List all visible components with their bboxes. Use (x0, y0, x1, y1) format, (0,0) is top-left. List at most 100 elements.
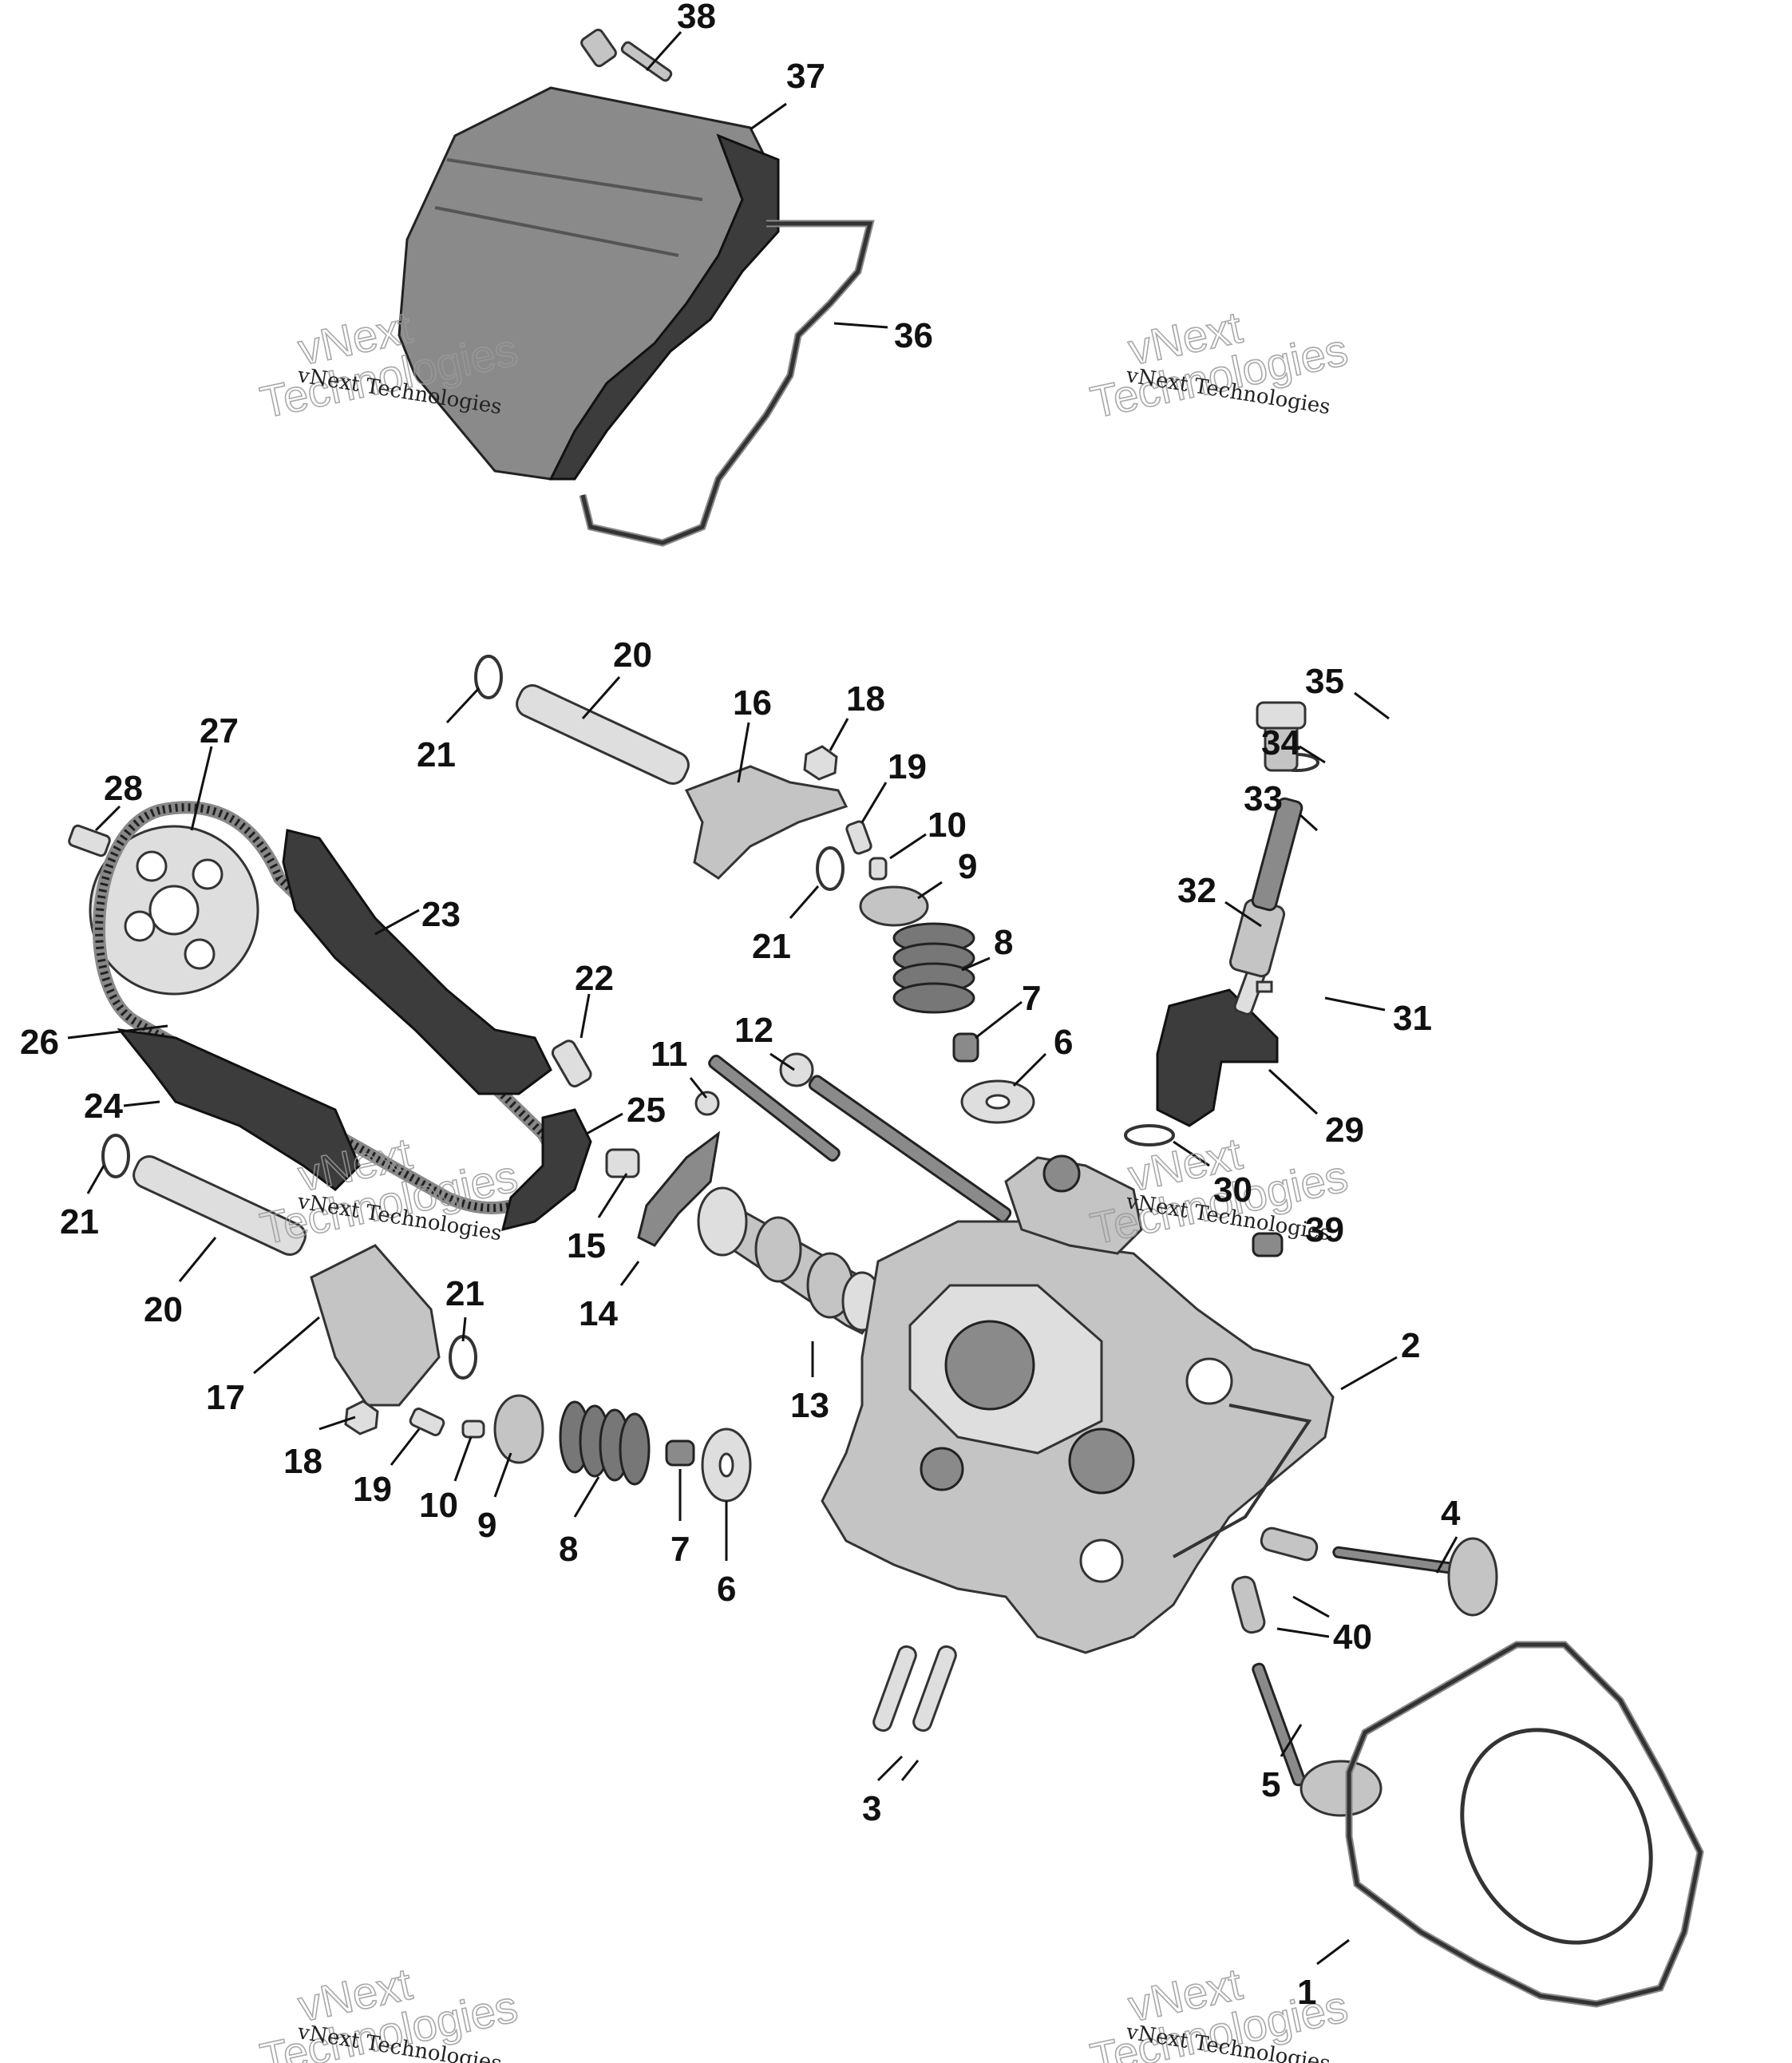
callout-9: 9 (477, 1506, 496, 1545)
head-bolt-long (808, 1075, 1012, 1223)
callout-19: 19 (353, 1470, 392, 1509)
callout-16: 16 (733, 683, 772, 723)
head-gasket (1345, 1641, 1704, 2008)
cylinder-head (821, 1154, 1335, 1654)
spring-retainer (493, 1394, 544, 1464)
callout-22: 22 (575, 959, 614, 998)
o-ring (474, 655, 503, 699)
callout-14: 14 (579, 1294, 618, 1333)
cover-bolt (580, 28, 673, 82)
o-ring (1124, 1124, 1175, 1146)
callout-12: 12 (734, 1011, 773, 1050)
spring-seat-lower (701, 1427, 752, 1503)
valve-guide (1231, 1575, 1266, 1634)
callout-21: 21 (417, 735, 456, 774)
callout-5: 5 (1261, 1765, 1280, 1804)
callout-31: 31 (1393, 999, 1432, 1038)
sprocket-bolt (68, 824, 111, 857)
rocker-arm-upper (684, 765, 849, 880)
callout-23: 23 (421, 895, 461, 934)
valve-guide (1260, 1526, 1319, 1562)
callout-26: 26 (20, 1023, 59, 1062)
callout-18: 18 (846, 679, 885, 719)
leader-lines (67, 30, 1458, 1966)
callout-39: 39 (1305, 1210, 1344, 1249)
callouts: 38 37 36 20 21 16 18 19 10 9 21 8 7 6 35… (20, 0, 1461, 2012)
chain-tensioner-guide (117, 1028, 361, 1191)
head-bolt-short (708, 1055, 841, 1162)
callout-1: 1 (1297, 1973, 1316, 2012)
o-ring (101, 1134, 130, 1178)
callout-25: 25 (627, 1091, 666, 1130)
callout-2: 2 (1401, 1326, 1420, 1365)
camshaft-plate (637, 1130, 721, 1247)
callout-19: 19 (888, 747, 927, 786)
callout-27: 27 (200, 711, 239, 750)
callout-8: 8 (559, 1530, 578, 1569)
callout-21: 21 (60, 1202, 99, 1241)
decompressor-assembly (1156, 701, 1319, 1127)
callout-18: 18 (283, 1442, 322, 1481)
callout-40: 40 (1333, 1618, 1372, 1657)
valve-stem-seal (665, 1439, 695, 1467)
callout-29: 29 (1325, 1111, 1364, 1150)
valve-spring-lower (559, 1400, 651, 1486)
callout-13: 13 (790, 1386, 829, 1425)
rocker-shaft-lower (133, 1155, 307, 1256)
callout-28: 28 (104, 769, 143, 808)
callout-15: 15 (567, 1226, 606, 1265)
callout-21: 21 (445, 1274, 485, 1313)
spring-seat-upper (960, 1079, 1035, 1124)
cam-sprocket (89, 825, 259, 996)
chain-guide (282, 829, 552, 1095)
callout-37: 37 (786, 57, 825, 96)
rocker-shaft-upper (516, 684, 690, 785)
callout-20: 20 (613, 636, 652, 675)
callout-21: 21 (752, 927, 791, 966)
callout-20: 20 (144, 1290, 183, 1329)
valve-cotter (868, 857, 888, 881)
callout-3: 3 (862, 1789, 881, 1828)
screw-adjuster (409, 1408, 445, 1436)
callout-8: 8 (994, 923, 1013, 962)
callout-11: 11 (651, 1035, 688, 1074)
head-plug (1252, 1232, 1284, 1257)
callout-10: 10 (419, 1486, 458, 1525)
chain-guide-slipper (500, 1108, 592, 1232)
guide-pin (551, 1039, 592, 1088)
callout-33: 33 (1244, 779, 1283, 818)
callout-10: 10 (928, 806, 967, 845)
adjuster-nut (344, 1400, 379, 1435)
dowel-pin (912, 1645, 957, 1732)
camshaft (697, 1186, 883, 1335)
callout-7: 7 (671, 1530, 690, 1569)
o-ring (449, 1335, 477, 1380)
exhaust-valve (1252, 1662, 1383, 1817)
callout-6: 6 (717, 1570, 736, 1609)
intake-valve (1332, 1537, 1498, 1617)
callout-24: 24 (84, 1087, 123, 1126)
callout-30: 30 (1213, 1170, 1252, 1210)
screw-adjuster (845, 820, 872, 855)
spring-retainer (859, 885, 929, 927)
valve-cotter (461, 1420, 485, 1439)
dowel-pin (872, 1645, 917, 1732)
callout-35: 35 (1305, 662, 1344, 701)
guide-washer (605, 1148, 640, 1178)
callout-36: 36 (894, 316, 933, 355)
o-ring (816, 846, 845, 891)
valve-stem-seal (952, 1032, 979, 1063)
callout-6: 6 (1054, 1023, 1073, 1062)
callout-38: 38 (677, 0, 716, 36)
callout-32: 32 (1177, 871, 1216, 910)
callout-17: 17 (206, 1378, 245, 1417)
callout-7: 7 (1022, 979, 1041, 1018)
adjuster-nut (803, 745, 838, 781)
callout-4: 4 (1441, 1494, 1461, 1533)
valve-cover (398, 86, 780, 481)
rocker-arm-lower (310, 1244, 441, 1407)
callout-9: 9 (958, 847, 977, 886)
callout-34: 34 (1261, 723, 1300, 762)
valve-spring-upper (892, 922, 975, 1014)
